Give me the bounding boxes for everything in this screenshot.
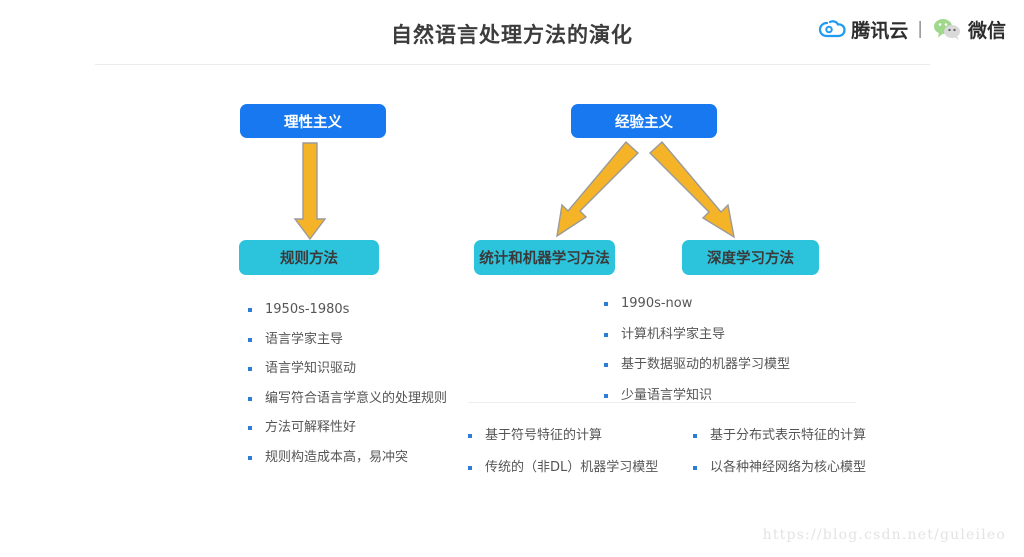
- rule-method-points-list: 1950s-1980s 语言学家主导 语言学知识驱动 编写符合语言学意义的处理规…: [248, 302, 447, 480]
- bullet-icon: [248, 396, 252, 401]
- list-item-label: 基于分布式表示特征的计算: [710, 428, 867, 443]
- header-divider: [95, 64, 930, 65]
- arrow-rationalism-to-rule-method: [293, 142, 327, 241]
- tencent-cloud-icon: [819, 20, 846, 38]
- bullet-icon: [468, 465, 472, 470]
- arrow-empiricism-to-deep-learning: [648, 140, 735, 239]
- watermark: https://blog.csdn.net/guleileo: [762, 527, 1006, 543]
- list-item-label: 规则构造成本高，易冲突: [265, 449, 409, 465]
- list-item: 规则构造成本高，易冲突: [248, 450, 447, 466]
- list-item-label: 计算机科学家主导: [621, 326, 726, 342]
- list-item: 基于数据驱动的机器学习模型: [604, 357, 790, 373]
- bullet-icon: [693, 434, 697, 438]
- node-deep-learning[interactable]: 深度学习方法: [682, 240, 819, 275]
- list-item: 基于符号特征的计算: [468, 428, 683, 444]
- bullet-icon: [248, 337, 252, 342]
- list-item-label: 基于符号特征的计算: [485, 428, 603, 443]
- node-empiricism[interactable]: 经验主义: [571, 104, 717, 138]
- list-item-label: 1990s-now: [621, 296, 693, 311]
- tencent-cloud-label: 腾讯云: [851, 19, 909, 42]
- wechat-label: 微信: [967, 19, 1006, 42]
- bullet-icon: [468, 434, 472, 438]
- list-item: 传统的（非DL）机器学习模型: [468, 460, 683, 476]
- empirical-points-list: 1990s-now 计算机科学家主导 基于数据驱动的机器学习模型 少量语言学知识: [604, 296, 790, 418]
- node-rationalism[interactable]: 理性主义: [240, 104, 386, 138]
- bullet-icon: [604, 302, 608, 306]
- list-item: 1990s-now: [604, 296, 790, 312]
- list-item: 语言学知识驱动: [248, 361, 447, 377]
- deep-learning-points-list: 基于分布式表示特征的计算 以各种神经网络为核心模型: [693, 428, 908, 491]
- page-header: 自然语言处理方法的演化 腾讯云 | 微信: [0, 0, 1024, 65]
- statistical-ml-points-list: 基于符号特征的计算 传统的（非DL）机器学习模型: [468, 428, 683, 491]
- brand-separator: |: [917, 19, 923, 39]
- bullet-icon: [248, 367, 252, 372]
- bullet-icon: [248, 308, 252, 312]
- empirical-section-divider: [468, 402, 856, 403]
- list-item-label: 以各种神经网络为核心模型: [710, 459, 867, 475]
- list-item-label: 1950s-1980s: [265, 302, 350, 317]
- list-item-label: 语言学知识驱动: [265, 361, 357, 377]
- list-item: 编写符合语言学意义的处理规则: [248, 391, 447, 407]
- node-rule-method[interactable]: 规则方法: [239, 240, 379, 275]
- page-title: 自然语言处理方法的演化: [391, 23, 633, 47]
- bullet-icon: [248, 455, 252, 460]
- bullet-icon: [604, 332, 608, 337]
- list-item: 计算机科学家主导: [604, 327, 790, 343]
- list-item-label: 方法可解释性好: [265, 420, 357, 436]
- list-item: 方法可解释性好: [248, 420, 447, 436]
- bullet-icon: [604, 393, 608, 398]
- list-item: 少量语言学知识: [604, 388, 790, 404]
- arrow-empiricism-to-statistical-ml: [556, 140, 640, 238]
- list-item: 基于分布式表示特征的计算: [693, 428, 908, 444]
- bullet-icon: [693, 465, 697, 470]
- wechat-logo: 微信: [932, 16, 1006, 43]
- tencent-cloud-logo: 腾讯云: [818, 16, 908, 43]
- bullet-icon: [248, 426, 252, 431]
- list-item-label: 传统的（非DL）机器学习模型: [485, 459, 659, 475]
- list-item: 以各种神经网络为核心模型: [693, 460, 908, 476]
- node-statistical-ml[interactable]: 统计和机器学习方法: [474, 240, 615, 275]
- wechat-icon: [933, 19, 960, 40]
- list-item-label: 基于数据驱动的机器学习模型: [621, 357, 791, 373]
- list-item-label: 少量语言学知识: [621, 387, 713, 403]
- brand-logos: 腾讯云 | 微信: [818, 14, 1006, 44]
- list-item: 1950s-1980s: [248, 302, 447, 318]
- list-item-label: 语言学家主导: [265, 331, 344, 347]
- list-item-label: 编写符合语言学意义的处理规则: [265, 390, 448, 406]
- bullet-icon: [604, 363, 608, 368]
- list-item: 语言学家主导: [248, 332, 447, 348]
